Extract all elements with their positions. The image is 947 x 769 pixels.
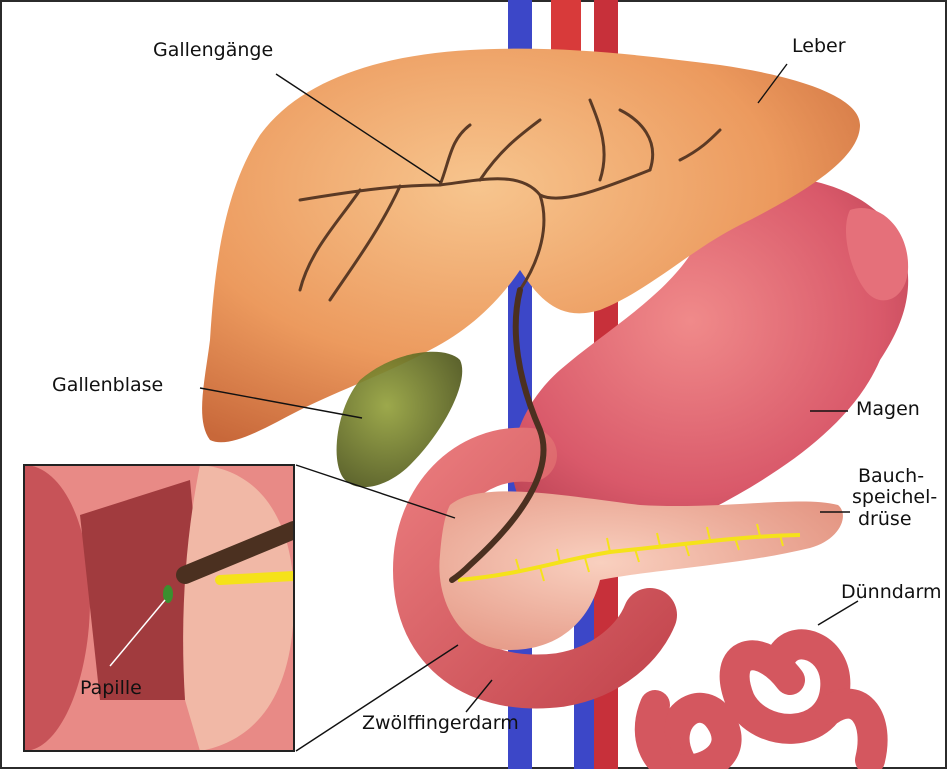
label-gallengaenge: Gallengänge xyxy=(153,40,273,61)
label-bauch-line-2: speichel- xyxy=(852,487,940,508)
label-gallenblase: Gallenblase xyxy=(52,375,163,396)
label-bauch-line-1: Bauch- xyxy=(852,466,940,487)
label-bauchspeicheldruese: Bauch- speichel- drüse xyxy=(852,466,940,530)
inset-detail xyxy=(24,465,294,751)
label-magen: Magen xyxy=(856,399,920,420)
label-leber: Leber xyxy=(792,36,846,57)
inset-connector-bottom xyxy=(296,645,458,751)
label-duenndarm: Dünndarm xyxy=(841,582,941,603)
label-bauch-line-3: drüse xyxy=(852,509,940,530)
small-intestine xyxy=(650,644,873,769)
label-zwoelffingerdarm: Zwölffingerdarm xyxy=(362,713,519,734)
label-papille: Papille xyxy=(80,678,142,699)
leader-duenndarm xyxy=(818,601,858,625)
